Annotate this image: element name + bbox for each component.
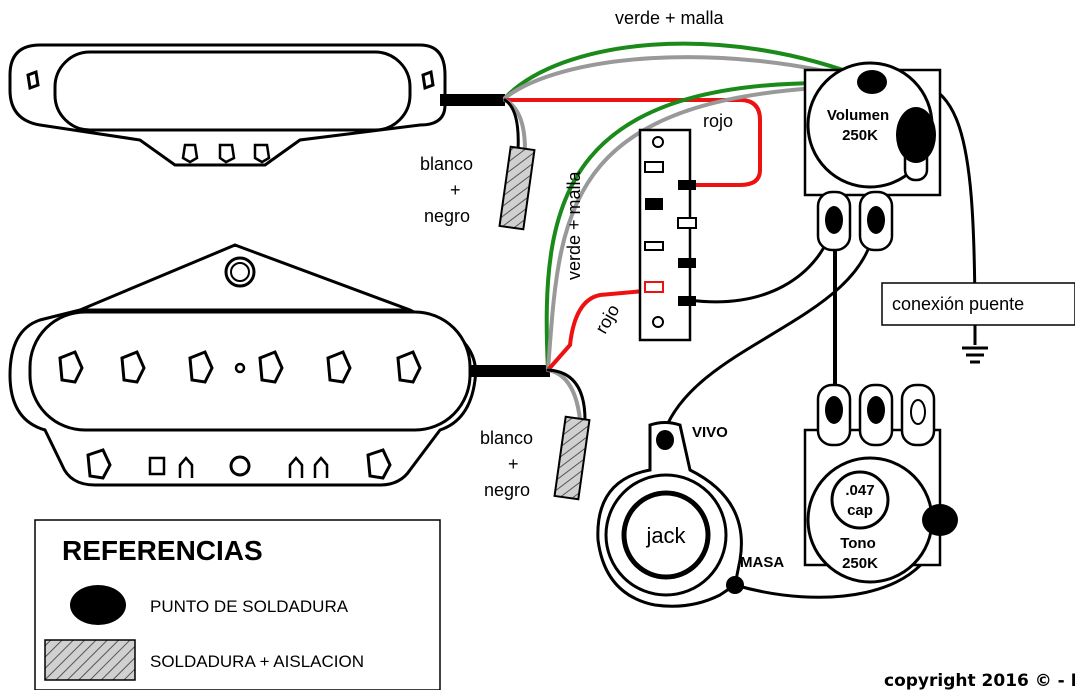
tone-label: Tono bbox=[840, 535, 876, 552]
cap-label: cap bbox=[847, 502, 873, 519]
ground-symbol bbox=[962, 330, 988, 364]
volume-pot: Volumen 250K bbox=[803, 61, 942, 252]
masa-label: MASA bbox=[740, 554, 784, 571]
volume-value: 250K bbox=[842, 127, 878, 144]
references-solder-point: PUNTO DE SOLDADURA bbox=[150, 597, 349, 616]
label-negro-1: negro bbox=[424, 206, 470, 226]
label-negro-2: negro bbox=[484, 480, 530, 500]
label-rojo-bottom: rojo bbox=[591, 301, 623, 337]
cap-value: .047 bbox=[845, 482, 874, 499]
label-blanco-2: blanco bbox=[480, 428, 533, 448]
references-solder-insulation: SOLDADURA + AISLACION bbox=[150, 652, 364, 671]
solder-insulation-symbol bbox=[44, 639, 136, 681]
copyright-text: copyright 2016 © - I bbox=[884, 671, 1075, 690]
pickup-selector-switch bbox=[638, 128, 697, 342]
tone-pot: .047 cap Tono 250K bbox=[803, 383, 958, 584]
volume-label: Volumen bbox=[827, 107, 889, 124]
label-rojo-top: rojo bbox=[703, 111, 733, 131]
label-plus-2: + bbox=[508, 454, 519, 474]
references-legend: REFERENCIAS PUNTO DE SOLDADURA SOLDADURA… bbox=[34, 519, 441, 690]
solder-point-symbol bbox=[70, 585, 126, 625]
insulation-sleeve-neck bbox=[498, 145, 536, 231]
bridge-pickup bbox=[8, 243, 550, 487]
neck-pickup bbox=[8, 43, 505, 167]
output-jack: jack VIVO MASA bbox=[596, 421, 784, 608]
insulation-sleeve-bridge bbox=[553, 415, 591, 501]
references-title: REFERENCIAS bbox=[62, 535, 263, 566]
jack-label: jack bbox=[645, 523, 686, 548]
label-verde-malla-top: verde + malla bbox=[615, 8, 725, 28]
bridge-connection-box: conexión puente bbox=[881, 282, 1075, 326]
vivo-label: VIVO bbox=[692, 424, 728, 441]
bridge-connection-label: conexión puente bbox=[892, 294, 1024, 314]
label-plus-1: + bbox=[450, 180, 461, 200]
tone-value: 250K bbox=[842, 555, 878, 572]
label-blanco-1: blanco bbox=[420, 154, 473, 174]
label-verde-malla-vertical: verde + malla bbox=[564, 170, 584, 280]
